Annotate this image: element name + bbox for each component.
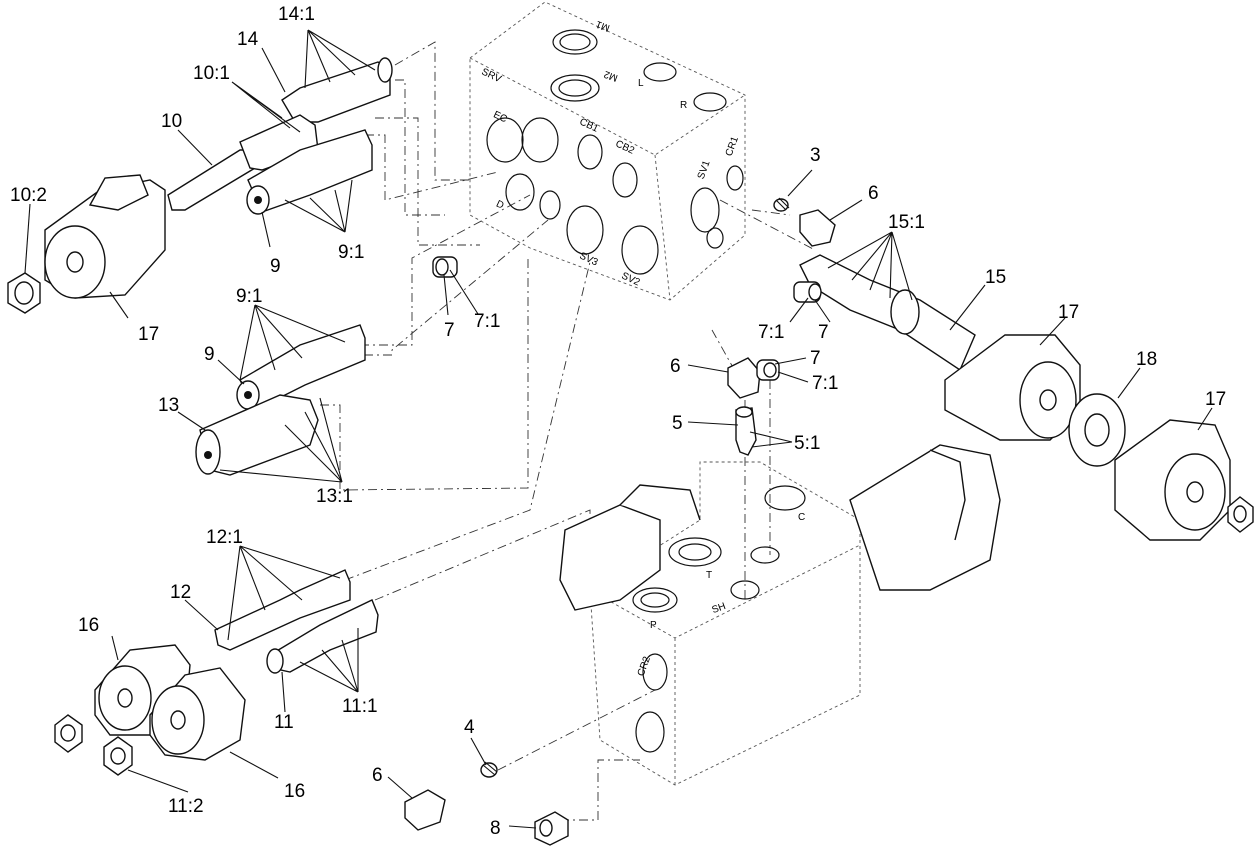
callout-16-bottom: 16	[284, 781, 305, 802]
callout-11-1: 11:1	[342, 696, 378, 717]
callout-6-bottom: 6	[372, 765, 383, 786]
spring-3	[773, 197, 790, 212]
assembly-lines	[320, 41, 816, 821]
callout-7-left: 7	[444, 320, 455, 341]
valve-11	[266, 599, 379, 674]
callout-13-1: 13:1	[316, 486, 353, 507]
coil-17-right-b	[1114, 419, 1231, 541]
plug-6-right	[799, 209, 836, 247]
callout-7-1-middle: 7:1	[812, 373, 838, 394]
callout-7-1-left: 7:1	[474, 311, 500, 332]
port-label-m2: M2	[602, 68, 619, 83]
callout-3: 3	[810, 145, 821, 166]
callout-labels: 14:1 14 10:1 10 10:2 9 9:1 17 9:1 9 13 1…	[10, 4, 1226, 839]
valve-15	[799, 254, 976, 372]
callout-9-1-middle: 9:1	[236, 286, 262, 307]
callout-14: 14	[237, 29, 259, 50]
plug-8	[534, 811, 569, 846]
nut-10-2	[7, 272, 41, 314]
port-label-sh: SH	[711, 601, 728, 616]
coil-16-lower	[149, 667, 246, 761]
port-label-sv1: SV1	[696, 159, 713, 181]
port-label-d: D	[494, 199, 505, 212]
callout-15: 15	[985, 267, 1006, 288]
valve-9-upper	[246, 129, 373, 215]
coil-17-left	[44, 174, 166, 299]
port-label-c: C	[798, 512, 805, 523]
check-valve-5	[735, 406, 757, 456]
port-label-ec: EC	[491, 109, 508, 125]
coil-17-right-a	[944, 334, 1081, 441]
callout-12-1: 12:1	[206, 527, 243, 548]
port-label-m1: M1	[594, 18, 611, 33]
callout-9-upper: 9	[270, 256, 281, 277]
plug-7-middle	[756, 359, 780, 381]
callout-10: 10	[161, 111, 182, 132]
callout-5: 5	[672, 413, 683, 434]
port-label-cr2: CR2	[636, 655, 653, 678]
washer-18	[1068, 393, 1126, 467]
callout-10-2: 10:2	[10, 185, 47, 206]
callout-16-left: 16	[78, 615, 99, 636]
port-label-cb2: CB2	[614, 139, 637, 157]
callout-13: 13	[158, 395, 179, 416]
callout-17-right-b: 17	[1205, 389, 1226, 410]
port-label-t: T	[706, 570, 712, 581]
spring-4	[480, 761, 498, 778]
callout-10-1: 10:1	[193, 63, 230, 84]
callout-11-2: 11:2	[168, 796, 204, 817]
callout-5-1: 5:1	[794, 433, 820, 454]
callout-12: 12	[170, 582, 191, 603]
callout-4: 4	[464, 717, 475, 738]
upper-manifold-block: M1 M2 L R SRV EC CB1 CB2 SV1 CR1 D SV3 S…	[469, 1, 746, 301]
callout-7-1-right: 7:1	[758, 322, 784, 343]
callout-11: 11	[274, 712, 294, 733]
valve-14	[281, 57, 393, 123]
port-label-cb1: CB1	[578, 117, 601, 135]
plug-7-right	[793, 281, 822, 303]
nut-16-left	[54, 714, 83, 753]
callout-9-middle: 9	[204, 344, 215, 365]
callout-17-left: 17	[138, 324, 159, 345]
plug-6-middle	[727, 357, 761, 399]
port-label-cr1: CR1	[724, 135, 741, 158]
nut-right	[1227, 496, 1254, 533]
port-label-p: P	[650, 620, 657, 631]
plug-7-left	[432, 256, 458, 278]
callout-6-right: 6	[868, 183, 879, 204]
port-label-srv: SRV	[480, 67, 503, 86]
port-label-sv3: SV3	[578, 251, 600, 269]
callout-9-1-upper: 9:1	[338, 242, 364, 263]
plug-6-bottom	[404, 789, 446, 831]
callout-14-1: 14:1	[278, 4, 315, 25]
port-label-l: L	[638, 78, 644, 89]
callout-6-middle: 6	[670, 356, 681, 377]
callout-17-right-a: 17	[1058, 302, 1079, 323]
port-label-sv2: SV2	[620, 271, 642, 289]
lower-manifold-block: C T SH P CR2	[559, 444, 1001, 786]
callout-18: 18	[1136, 349, 1157, 370]
leader-lines	[24, 29, 1213, 829]
callout-7-right: 7	[818, 322, 829, 343]
nut-11-2	[103, 736, 133, 776]
port-label-r: R	[680, 100, 687, 111]
callout-15-1: 15:1	[888, 212, 925, 233]
callout-7-middle: 7	[810, 348, 821, 369]
valve-12	[214, 569, 351, 651]
valve-9-middle	[236, 324, 366, 411]
callout-8: 8	[490, 818, 501, 839]
solenoid-13	[195, 394, 319, 476]
